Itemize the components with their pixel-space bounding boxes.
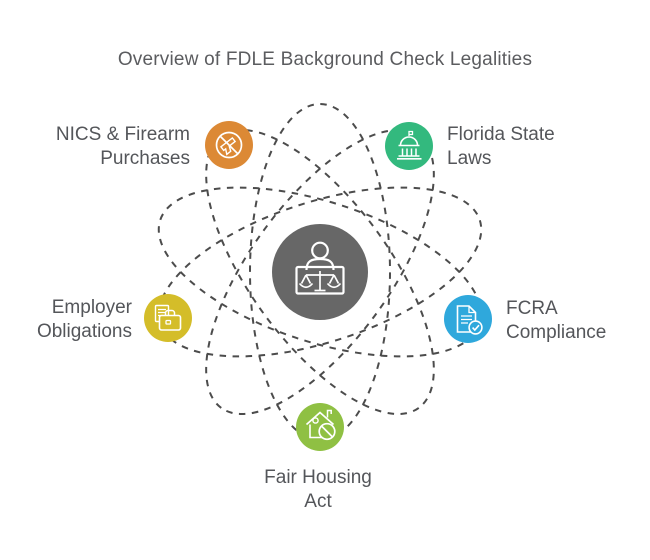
orbit-ellipse [205,128,435,416]
capitol-building-icon [397,130,422,160]
label-line: Act [304,491,332,512]
page-title: Overview of FDLE Background Check Legali… [117,49,533,70]
node-fcra-compliance [444,295,492,343]
node-fair-housing-act [296,403,344,451]
label-florida-state-laws: Florida State Laws [447,123,637,171]
house-prohibition-icon [305,409,336,441]
label-line: Purchases [100,148,190,169]
node-florida-state-laws [385,122,433,170]
label-line: NICS & Firearm [55,124,190,145]
label-nics-firearm-purchases: NICS & Firearm Purchases [0,123,190,171]
node-employer-obligations [144,294,192,342]
center-hub [259,211,381,333]
node-nics-firearm-purchases [205,121,253,169]
label-line: Employer [51,297,132,318]
no-firearms-icon [215,131,243,159]
orbit-ellipse [205,128,435,416]
label-fcra-compliance: FCRA Compliance [506,297,650,345]
document-check-icon [456,305,483,335]
label-line: Florida State [447,124,555,145]
label-line: Obligations [36,321,132,342]
label-line: Laws [447,148,492,169]
label-line: Compliance [506,322,607,343]
briefcase-documents-icon [154,304,182,331]
label-employer-obligations: Employer Obligations [0,296,132,344]
label-line: FCRA [506,298,558,319]
person-at-desk-with-scales-icon [295,241,345,295]
label-fair-housing-act: Fair Housing Act [218,466,418,514]
label-line: Fair Housing [264,467,372,488]
